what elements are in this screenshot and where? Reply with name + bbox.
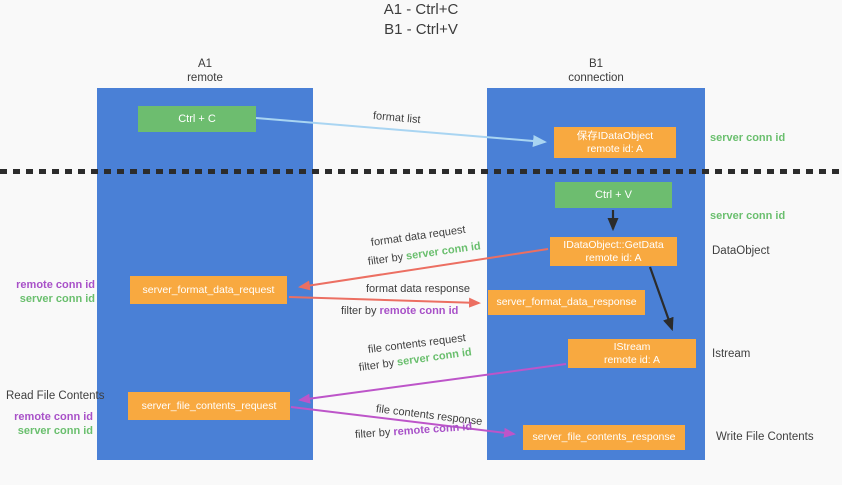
node-ctrl-c: Ctrl + C — [138, 106, 256, 132]
title-line-2: B1 - Ctrl+V — [384, 21, 458, 38]
filter-by-text: filter by — [354, 426, 394, 441]
edge-label-file-contents-response-filter: filter by remote conn id — [355, 421, 473, 441]
annot-server-conn-id: server conn id — [17, 424, 93, 437]
edge-label-format-list: format list — [372, 110, 422, 127]
lane-a1-id: A1 — [197, 58, 213, 70]
node-idataobject-getdata: IDataObject::GetData remote id: A — [550, 237, 677, 266]
filter-by-text: filter by — [341, 305, 380, 317]
lane-b1-id: B1 — [588, 58, 604, 70]
filter-by-text: filter by — [358, 356, 398, 374]
edge-label-format-data-response-filter: filter by remote conn id — [341, 305, 458, 317]
server-conn-id-key: server conn id — [405, 240, 482, 263]
title-line-1: A1 - Ctrl+C — [383, 1, 459, 18]
lane-a1-role: remote — [187, 72, 223, 84]
node-format-response-label: server_format_data_response — [496, 296, 637, 308]
diagram-title: A1 - Ctrl+C B1 - Ctrl+V — [0, 0, 842, 40]
annot-server-conn-id: server conn id — [19, 292, 95, 305]
annot-write-file-contents: Write File Contents — [716, 431, 814, 443]
node-save-idataobject-line1: 保存IDataObject — [576, 129, 654, 142]
edge-label-format-data-response: format data response — [366, 283, 470, 295]
node-istream-line1: IStream — [613, 340, 651, 353]
node-save-idataobject-line2: remote id: A — [586, 142, 644, 155]
node-istream: IStream remote id: A — [568, 339, 696, 368]
annot-remote-conn-id: remote conn id — [14, 411, 93, 423]
node-getdata-line2: remote id: A — [585, 251, 642, 264]
node-format-request-label: server_format_data_request — [142, 283, 275, 296]
node-getdata-line1: IDataObject::GetData — [563, 238, 664, 251]
dashed-divider — [0, 169, 842, 174]
lane-b1-role: connection — [568, 72, 624, 84]
annot-remote-conn-id: remote conn id — [16, 279, 95, 291]
node-ctrl-c-label: Ctrl + C — [178, 112, 216, 125]
node-server-file-contents-response: server_file_contents_response — [523, 425, 685, 450]
annot-left-bottom-conn-ids: remote conn id server conn id — [8, 411, 93, 438]
node-file-request-label: server_file_contents_request — [141, 399, 277, 412]
node-ctrl-v: Ctrl + V — [555, 182, 672, 208]
filter-by-text: filter by — [367, 250, 407, 268]
node-save-idataobject: 保存IDataObject remote id: A — [554, 127, 676, 158]
node-server-format-data-request: server_format_data_request — [130, 276, 287, 304]
node-server-format-data-response: server_format_data_response — [488, 290, 645, 315]
node-file-response-label: server_file_contents_response — [532, 431, 676, 443]
annot-left-mid-conn-ids: remote conn id server conn id — [8, 279, 95, 306]
node-istream-line2: remote id: A — [603, 353, 661, 366]
lane-header-a1: A1 remote — [97, 57, 313, 85]
node-ctrl-v-label: Ctrl + V — [595, 188, 632, 201]
lane-header-b1: B1 connection — [487, 57, 705, 85]
annot-read-file-contents: Read File Contents — [6, 390, 105, 402]
remote-conn-id-key: remote conn id — [379, 305, 459, 317]
annot-server-conn-id-mid: server conn id — [710, 210, 786, 222]
annot-server-conn-id-top: server conn id — [710, 132, 786, 144]
annot-dataobject: DataObject — [712, 245, 770, 257]
remote-conn-id-key: remote conn id — [393, 420, 473, 439]
arrow-format-data-response — [288, 296, 481, 308]
annot-istream: Istream — [712, 348, 751, 360]
node-server-file-contents-request: server_file_contents_request — [128, 392, 290, 420]
